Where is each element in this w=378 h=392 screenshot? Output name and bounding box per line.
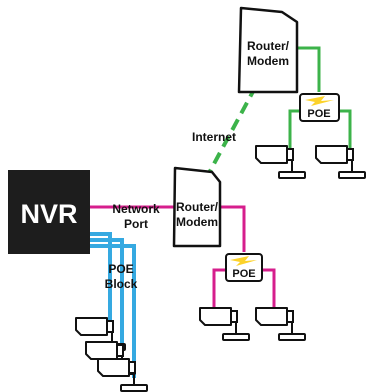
security-camera-icon bbox=[255, 307, 306, 341]
poe-block-line-3 bbox=[88, 244, 136, 378]
bottom-router-to-poe bbox=[218, 205, 246, 252]
poe-switch-bottom-label: POE bbox=[232, 268, 255, 280]
network-port-label-line2: Port bbox=[124, 217, 148, 231]
lightning-icon bbox=[305, 96, 334, 106]
poe-block-line-1 bbox=[88, 232, 112, 331]
nvr-label: NVR bbox=[20, 199, 77, 229]
router-top: Router/ Modem bbox=[237, 6, 299, 94]
top-poe-to-camera-2 bbox=[339, 109, 352, 148]
router-top-label-line2: Modem bbox=[247, 54, 289, 68]
network-port-label-line1: Network bbox=[112, 202, 160, 216]
router-top-label-line1: Router/ bbox=[247, 39, 290, 53]
top-router-to-poe bbox=[297, 46, 321, 92]
top-poe-to-camera-1 bbox=[288, 109, 300, 148]
router-bottom-label-line1: Router/ bbox=[176, 200, 219, 214]
router-bottom: Router/ Modem bbox=[172, 166, 222, 248]
poe-block-label-line2: Block bbox=[105, 277, 138, 291]
router-icon bbox=[172, 166, 222, 248]
router-bottom-label-line2: Modem bbox=[176, 215, 218, 229]
security-camera-icon bbox=[255, 145, 306, 179]
security-camera-icon bbox=[97, 358, 148, 392]
lightning-icon bbox=[230, 256, 257, 266]
bottom-poe-to-camera-1 bbox=[212, 268, 226, 310]
nvr-device: NVR bbox=[8, 170, 90, 254]
poe-switch-top: POE bbox=[299, 93, 340, 122]
security-camera-icon bbox=[199, 307, 250, 341]
poe-switch-bottom: POE bbox=[225, 253, 263, 282]
poe-block-label-line1: POE bbox=[108, 262, 133, 276]
nvr-icon bbox=[8, 170, 90, 254]
bottom-poe-to-camera-2 bbox=[262, 268, 276, 310]
poe-switch-top-label: POE bbox=[307, 108, 330, 120]
internet-link bbox=[207, 85, 258, 174]
poe-block-line-2 bbox=[88, 238, 124, 357]
security-camera-icon bbox=[315, 145, 366, 179]
internet-label: Internet bbox=[192, 130, 236, 144]
router-icon bbox=[237, 6, 299, 94]
